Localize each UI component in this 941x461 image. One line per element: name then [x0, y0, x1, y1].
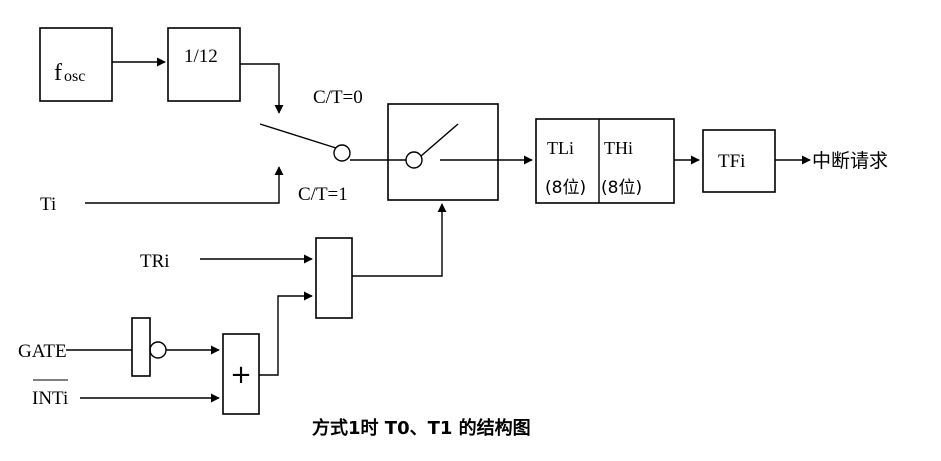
ct-switch-contact	[333, 144, 351, 162]
inti-label: INTi	[32, 388, 68, 409]
ct1-label: C/T=1	[298, 184, 348, 205]
control-switch-block	[387, 103, 499, 201]
ct0-label: C/T=0	[313, 87, 363, 108]
not-gate	[131, 317, 151, 377]
counter-block: TLi THi (8位) (8位)	[535, 118, 675, 204]
and-to-control-wire	[352, 203, 447, 277]
divider-label: 1/12	[184, 46, 218, 67]
control-switch-arm	[420, 123, 459, 157]
ti-label: Ti	[40, 194, 56, 215]
divider-to-switch-wire	[240, 63, 284, 114]
and-gate	[315, 237, 353, 319]
tfi-label: TFi	[718, 151, 745, 172]
divider-block: 1/12	[167, 27, 241, 102]
ti-to-switch-wire	[85, 166, 284, 204]
gate-label: GATE	[18, 341, 67, 362]
fosc-subscript: osc	[64, 68, 85, 85]
thi-label: THi	[604, 138, 633, 158]
tli-bits-label: (8位)	[545, 178, 586, 198]
thi-bits-label: (8位)	[601, 178, 642, 198]
tli-label: TLi	[547, 138, 574, 158]
control-switch-contact	[405, 151, 423, 169]
tri-label: TRi	[140, 251, 170, 272]
tfi-block: TFi	[702, 129, 776, 193]
not-gate-bubble	[149, 341, 167, 359]
or-gate: +	[222, 333, 260, 415]
diagram-caption: 方式1时 T0、T1 的结构图	[312, 417, 531, 439]
fosc-block: f osc	[39, 27, 113, 102]
ct-selector-switch	[259, 123, 337, 149]
fosc-label: f	[54, 60, 62, 86]
or-to-and-wire	[259, 291, 313, 376]
interrupt-request-label: 中断请求	[812, 150, 888, 172]
or-symbol: +	[230, 360, 252, 390]
